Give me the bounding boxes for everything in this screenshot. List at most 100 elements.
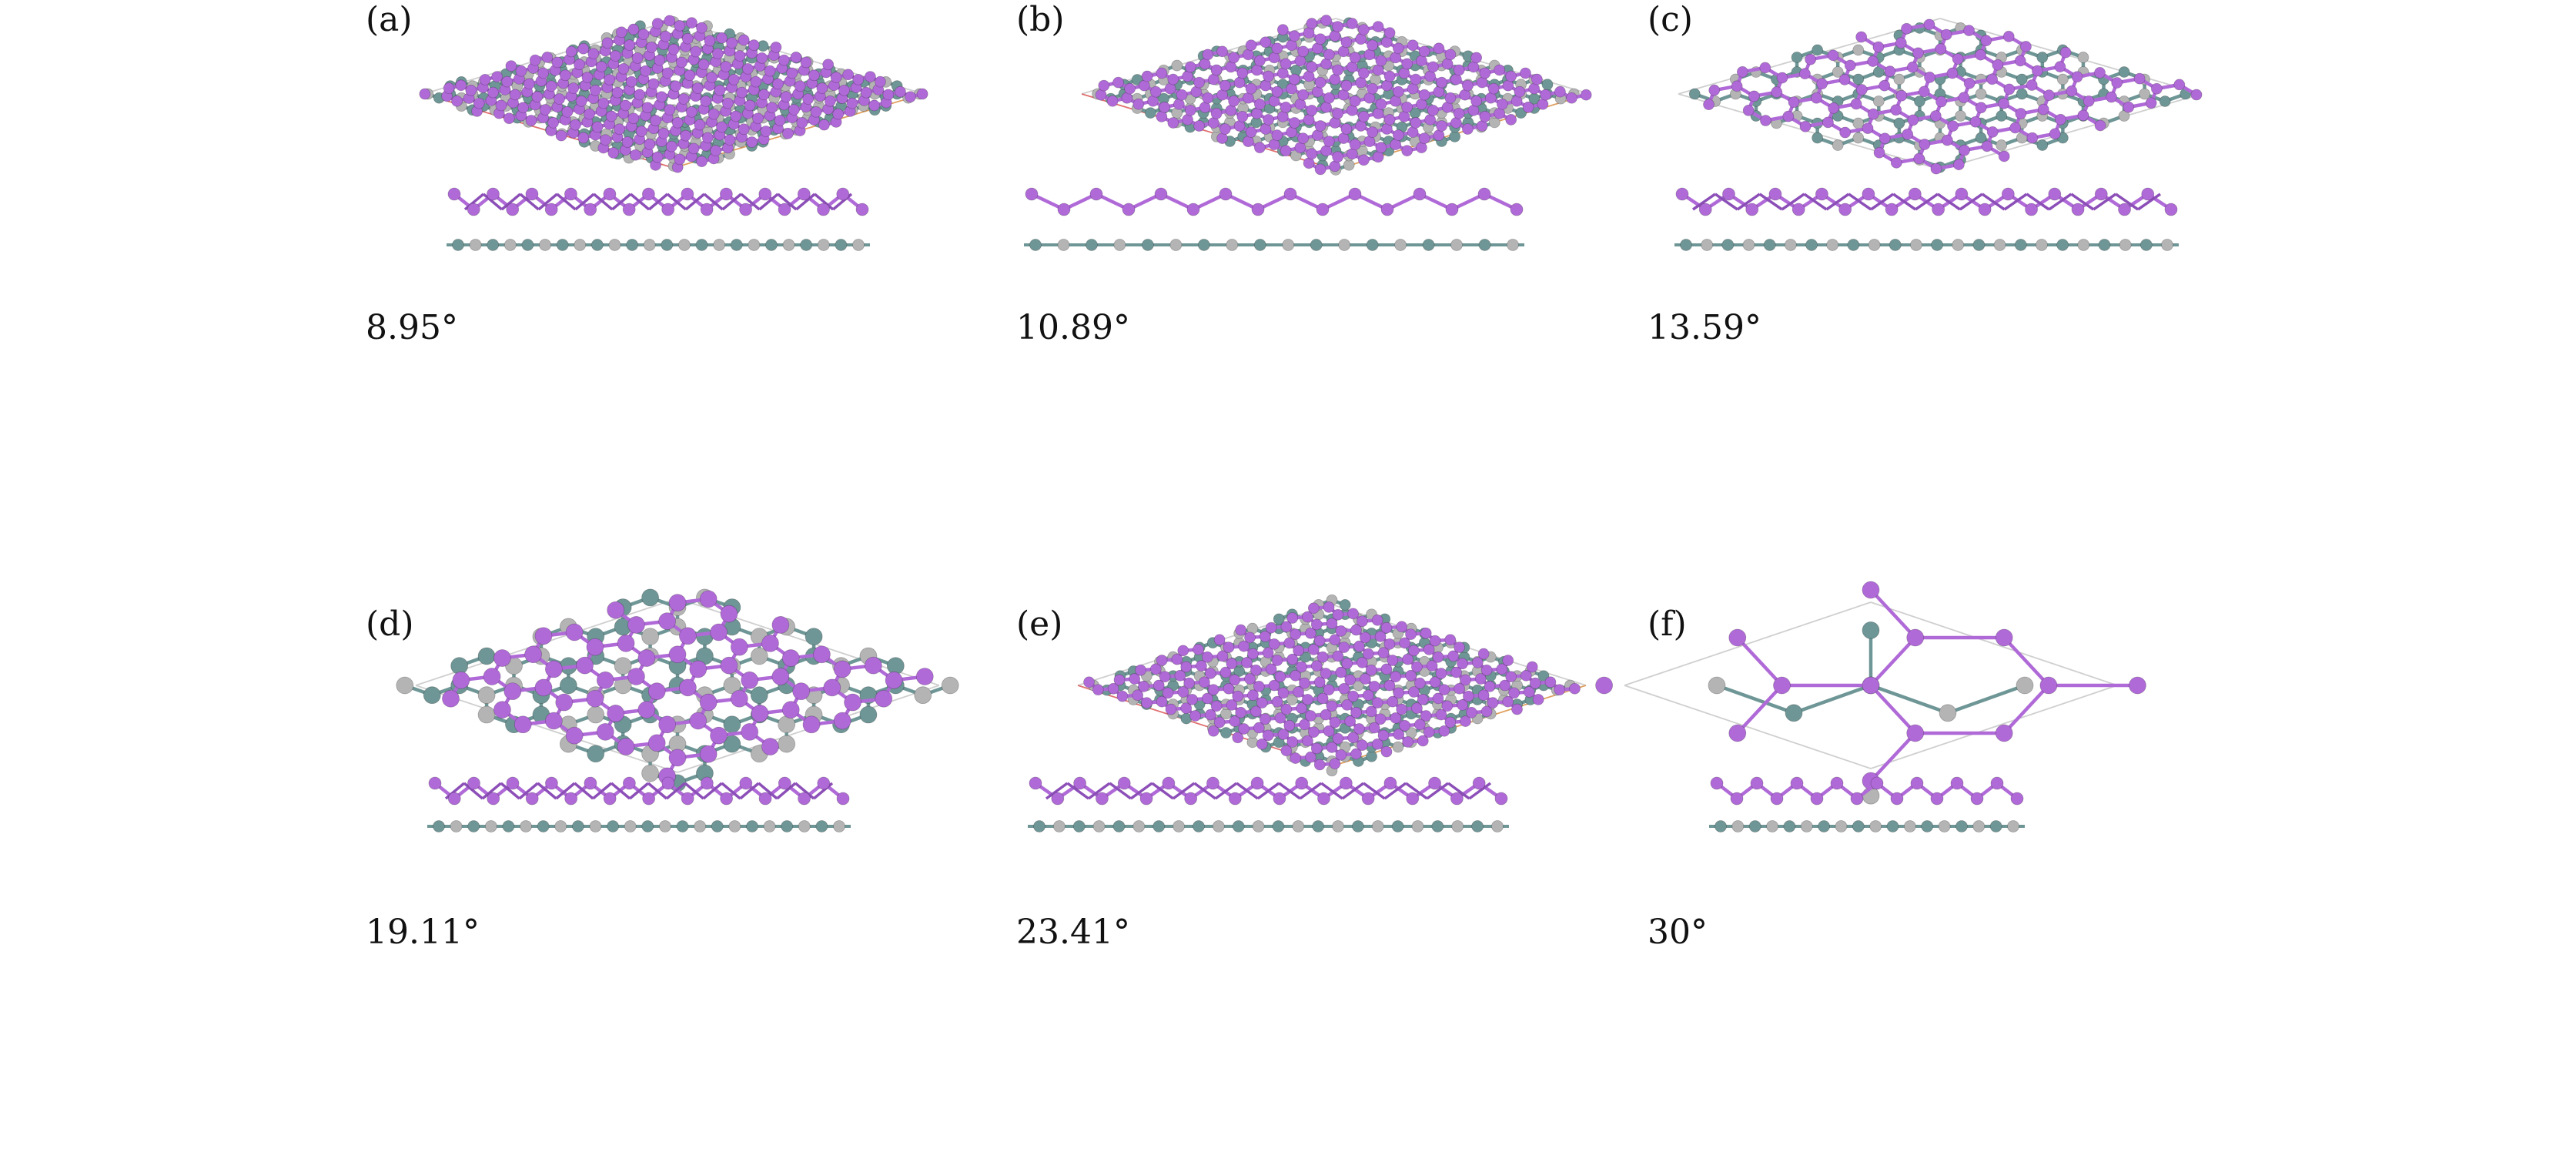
panel-c-top-layer-atom bbox=[1907, 62, 1918, 72]
panel-c-top-layer-atom bbox=[1914, 153, 1925, 164]
panel-a-top-layer-atom bbox=[758, 89, 769, 100]
panel-c-top-layer-atom bbox=[1771, 87, 1782, 98]
panel-d-side-bottom-atom bbox=[503, 821, 514, 832]
panel-e-top-layer-atom bbox=[1272, 655, 1283, 666]
panel-b-top-layer-atom bbox=[1445, 92, 1456, 103]
panel-f-top-layer-bond bbox=[1871, 733, 1915, 781]
panel-a-top-layer-atom bbox=[678, 94, 689, 105]
panel-d-top-layer-atom bbox=[577, 657, 594, 674]
panel-a-top-layer-atom bbox=[602, 38, 613, 49]
panel-a-top-layer-atom bbox=[771, 42, 781, 52]
panel-b-top-layer-atom bbox=[1358, 111, 1369, 122]
panel-c-side-top-atom bbox=[1955, 188, 1968, 200]
panel-d-side-top-atom bbox=[798, 792, 811, 805]
panel-a-top-layer-atom bbox=[681, 130, 691, 141]
panel-e-side-bottom-atom bbox=[1333, 821, 1344, 832]
panel-e-top-layer-atom bbox=[1400, 720, 1410, 731]
panel-a-top-layer-atom bbox=[596, 62, 607, 72]
panel-e-label: (e) bbox=[1016, 605, 1062, 644]
panel-a-side-bottom-atom bbox=[557, 240, 568, 251]
panel-b-top-layer-atom bbox=[1185, 105, 1196, 116]
panel-d-top-layer-atom bbox=[545, 661, 562, 678]
panel-c-top-layer-atom bbox=[2146, 98, 2156, 109]
panel-e-side-bottom-atom bbox=[1073, 821, 1085, 832]
panel-a-top-layer-atom bbox=[492, 72, 503, 82]
panel-a-top-layer-atom bbox=[664, 105, 675, 116]
panel-a-top-layer-atom bbox=[546, 81, 557, 92]
panel-a-top-layer-atom bbox=[808, 70, 819, 81]
panel-e-side-top-atom bbox=[1296, 777, 1308, 789]
panel-a-top-layer-atom bbox=[731, 111, 741, 122]
panel-c-top-layer-atom bbox=[1840, 127, 1851, 138]
panel-e-top-layer-atom bbox=[1156, 655, 1167, 666]
panel-d-side-bottom-atom bbox=[729, 821, 741, 832]
panel-a-top-layer-atom bbox=[682, 33, 693, 44]
panel-a-top-layer-atom bbox=[833, 109, 844, 119]
panel-e-top-layer-atom bbox=[1420, 711, 1431, 722]
panel-c-top-layer-atom bbox=[1856, 85, 1867, 95]
panel-a-top-layer-atom bbox=[554, 94, 564, 105]
panel-a-side-top-atom bbox=[681, 188, 694, 200]
panel-e-top-layer-atom bbox=[1408, 645, 1419, 656]
panel-b-top-layer-atom bbox=[1523, 102, 1534, 112]
panel-c-top-layer-atom bbox=[1935, 43, 1946, 54]
panel-b-side-bottom-atom bbox=[1339, 240, 1350, 251]
panel-e-top-layer-atom bbox=[1266, 622, 1276, 633]
panel-b-top-layer-atom bbox=[1219, 124, 1230, 135]
panel-d-top-layer-atom bbox=[587, 638, 604, 655]
panel-e-top-layer-atom bbox=[1269, 638, 1280, 649]
panel-a-top-layer-atom bbox=[600, 135, 611, 146]
panel-c-side-top-atom bbox=[1979, 203, 1991, 216]
panel-e-top-layer-atom bbox=[1311, 743, 1322, 754]
panel-e-side-top-atom bbox=[1273, 792, 1286, 805]
panel-c-top-layer-atom bbox=[2020, 41, 2031, 52]
panel-e-top-layer-atom bbox=[1454, 642, 1465, 653]
panel-c-top-layer-atom bbox=[1748, 91, 1759, 102]
panel-e-top-layer-atom bbox=[1512, 704, 1523, 715]
panel-e-top-layer-atom bbox=[1509, 688, 1520, 698]
panel-c-top-layer-atom bbox=[1959, 145, 1970, 156]
panel-f-top-layer-atom bbox=[1907, 629, 1924, 646]
panel-a-top-layer-atom bbox=[704, 35, 715, 46]
panel-d-top-layer-atom bbox=[772, 616, 789, 633]
panel-d-bottom-layer-atom bbox=[396, 677, 413, 694]
panel-c-side-bottom-atom bbox=[1681, 240, 1692, 251]
panel-b-side-top-atom bbox=[1284, 188, 1296, 200]
panel-c-side-bottom-atom bbox=[1827, 240, 1838, 251]
panel-c-side-bottom-atom bbox=[1785, 240, 1796, 251]
panel-c-top-layer-atom bbox=[1964, 78, 1975, 89]
panel-b-top-layer-atom bbox=[1341, 80, 1352, 91]
panel-a-top-layer-atom bbox=[701, 95, 711, 106]
panel-a-top-layer-atom bbox=[626, 76, 637, 87]
panel-c-top-layer-atom bbox=[1919, 139, 1930, 149]
panel-a-side-bottom-atom bbox=[731, 240, 742, 251]
panel-d-top-layer-atom bbox=[711, 624, 728, 641]
panel-d-top-layer-atom bbox=[834, 661, 851, 678]
panel-b-top-layer-atom bbox=[1566, 92, 1577, 103]
panel-e-side-top-atom bbox=[1096, 792, 1108, 805]
panel-c-bottom-layer-atom bbox=[1975, 89, 1986, 99]
panel-d-side-bottom-atom bbox=[834, 821, 845, 832]
panel-e-side-bottom-atom bbox=[1173, 821, 1185, 832]
panel-e-side-bottom-atom bbox=[1392, 821, 1403, 832]
panel-b-top-layer-atom bbox=[1393, 43, 1403, 54]
panel-e-top-layer-atom bbox=[1478, 648, 1489, 659]
panel-b-top-layer-atom bbox=[1315, 120, 1326, 131]
panel-a-side-top-atom bbox=[526, 188, 538, 200]
panel-e-bottom-layer-atom bbox=[1221, 728, 1232, 739]
panel-a-side-bottom-atom bbox=[661, 240, 673, 251]
panel-b-top-layer-atom bbox=[1113, 77, 1124, 88]
panel-e-side-top-atom bbox=[1118, 777, 1130, 789]
panel-d-side-top-atom bbox=[448, 792, 460, 805]
panel-a-top-layer-atom bbox=[644, 139, 655, 149]
panel-c-side-top-atom bbox=[1722, 188, 1735, 200]
panel-a-top-layer-atom bbox=[518, 102, 529, 113]
panel-d-side-top-atom bbox=[623, 777, 635, 789]
panel-a-side-bottom-atom bbox=[714, 240, 725, 251]
panel-c-top-layer-atom bbox=[2060, 47, 2071, 58]
panel-e-bottom-layer-atom bbox=[1247, 737, 1258, 748]
panel-c-bottom-layer-atom bbox=[1873, 96, 1884, 107]
panel-a-top-layer-atom bbox=[652, 18, 663, 29]
panel-b-top-layer-atom bbox=[1306, 62, 1317, 72]
panel-e-top-layer-atom bbox=[1414, 678, 1425, 688]
